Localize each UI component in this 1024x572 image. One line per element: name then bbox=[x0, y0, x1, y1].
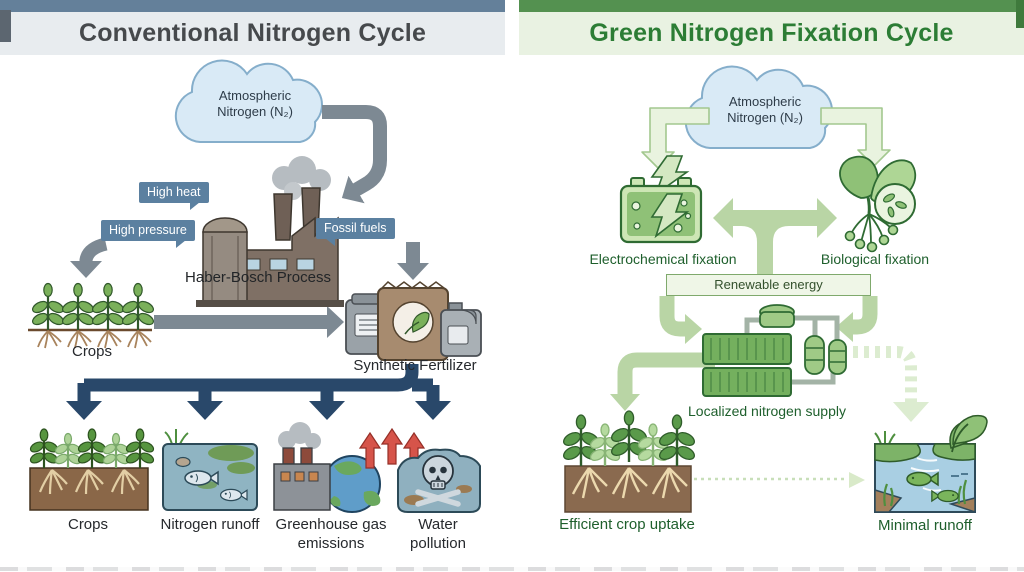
arrow-reactor-to-crops bbox=[610, 352, 715, 411]
left-edge-cap bbox=[0, 10, 11, 42]
clean-water-icon bbox=[874, 414, 988, 514]
right-panel-title: Green Nitrogen Fixation Cycle bbox=[589, 19, 954, 47]
left-accent-bar bbox=[0, 0, 505, 12]
electrochemical-label: Electrochemical fixation bbox=[589, 251, 737, 267]
right-header: Green Nitrogen Fixation Cycle bbox=[519, 12, 1024, 55]
right-panel: Green Nitrogen Fixation Cycle bbox=[519, 0, 1024, 572]
arrow-bio-to-reactor bbox=[836, 296, 878, 342]
arrow-renewable-to-fixations bbox=[713, 198, 837, 276]
left-panel-title: Conventional Nitrogen Cycle bbox=[78, 19, 427, 47]
arrow-electro-to-reactor bbox=[659, 296, 702, 344]
plant-biological-icon bbox=[839, 155, 917, 253]
nitrogen-reactor-icon bbox=[702, 304, 847, 397]
outcome-emissions-icon bbox=[273, 422, 426, 513]
right-edge-cap bbox=[1016, 0, 1024, 28]
right-diagram-art bbox=[560, 65, 988, 514]
arrow-pressure-to-crops bbox=[70, 237, 108, 278]
haber-bosch-label: Haber-Bosch Process bbox=[185, 269, 331, 286]
callout-high-pressure: High pressure bbox=[101, 220, 195, 248]
left-cloud-label: Atmospheric Nitrogen (N₂) bbox=[217, 88, 293, 119]
outcome-pollution-icon bbox=[397, 448, 481, 513]
outcome-runoff-pond-icon bbox=[162, 429, 258, 511]
left-header: Conventional Nitrogen Cycle bbox=[0, 12, 505, 55]
factory-icon bbox=[196, 156, 344, 307]
battery-electrochemical-icon bbox=[619, 155, 703, 244]
biological-label: Biological fixation bbox=[820, 251, 930, 267]
left-panel: Conventional Nitrogen Cycle bbox=[0, 0, 505, 572]
panel-divider bbox=[505, 0, 519, 572]
crops-field-icon bbox=[28, 282, 157, 349]
callout-fossil-fuels: Fossil fuels bbox=[316, 218, 395, 246]
left-diagram-art bbox=[27, 59, 482, 513]
outcome-runoff-label: Nitrogen runoff bbox=[160, 516, 260, 533]
efficient-crops-icon bbox=[560, 409, 698, 513]
fertilizer-bags-icon bbox=[345, 281, 482, 361]
minimal-runoff-label: Minimal runoff bbox=[878, 517, 972, 534]
right-cloud-label: Atmospheric Nitrogen (N₂) bbox=[727, 94, 803, 125]
callout-high-heat: High heat bbox=[139, 182, 209, 210]
right-accent-bar bbox=[519, 0, 1024, 12]
fertilizer-label: Synthetic Fertilizer bbox=[353, 357, 477, 374]
crops-label: Crops bbox=[71, 343, 112, 360]
arrow-reactor-to-water-dashed bbox=[831, 346, 929, 422]
atmospheric-nitrogen-cloud-icon bbox=[174, 59, 323, 143]
outcome-crops-icon bbox=[27, 427, 157, 511]
efficient-uptake-label: Efficient crop uptake bbox=[559, 516, 695, 533]
arrowhead-crops-to-water bbox=[849, 472, 865, 488]
arrow-cloud-to-factory bbox=[322, 105, 387, 204]
outcome-crops-label: Crops bbox=[67, 516, 108, 533]
outcome-emissions-label: Greenhouse gas emissions bbox=[275, 516, 387, 552]
localized-supply-label: Localized nitrogen supply bbox=[688, 403, 846, 419]
outcome-pollution-label: Water pollution bbox=[410, 516, 466, 552]
renewable-energy-box: Renewable energy bbox=[666, 274, 871, 296]
fertilizer-distribution-arrows bbox=[66, 364, 451, 420]
bottom-cropped-text-artifact bbox=[0, 567, 1024, 571]
